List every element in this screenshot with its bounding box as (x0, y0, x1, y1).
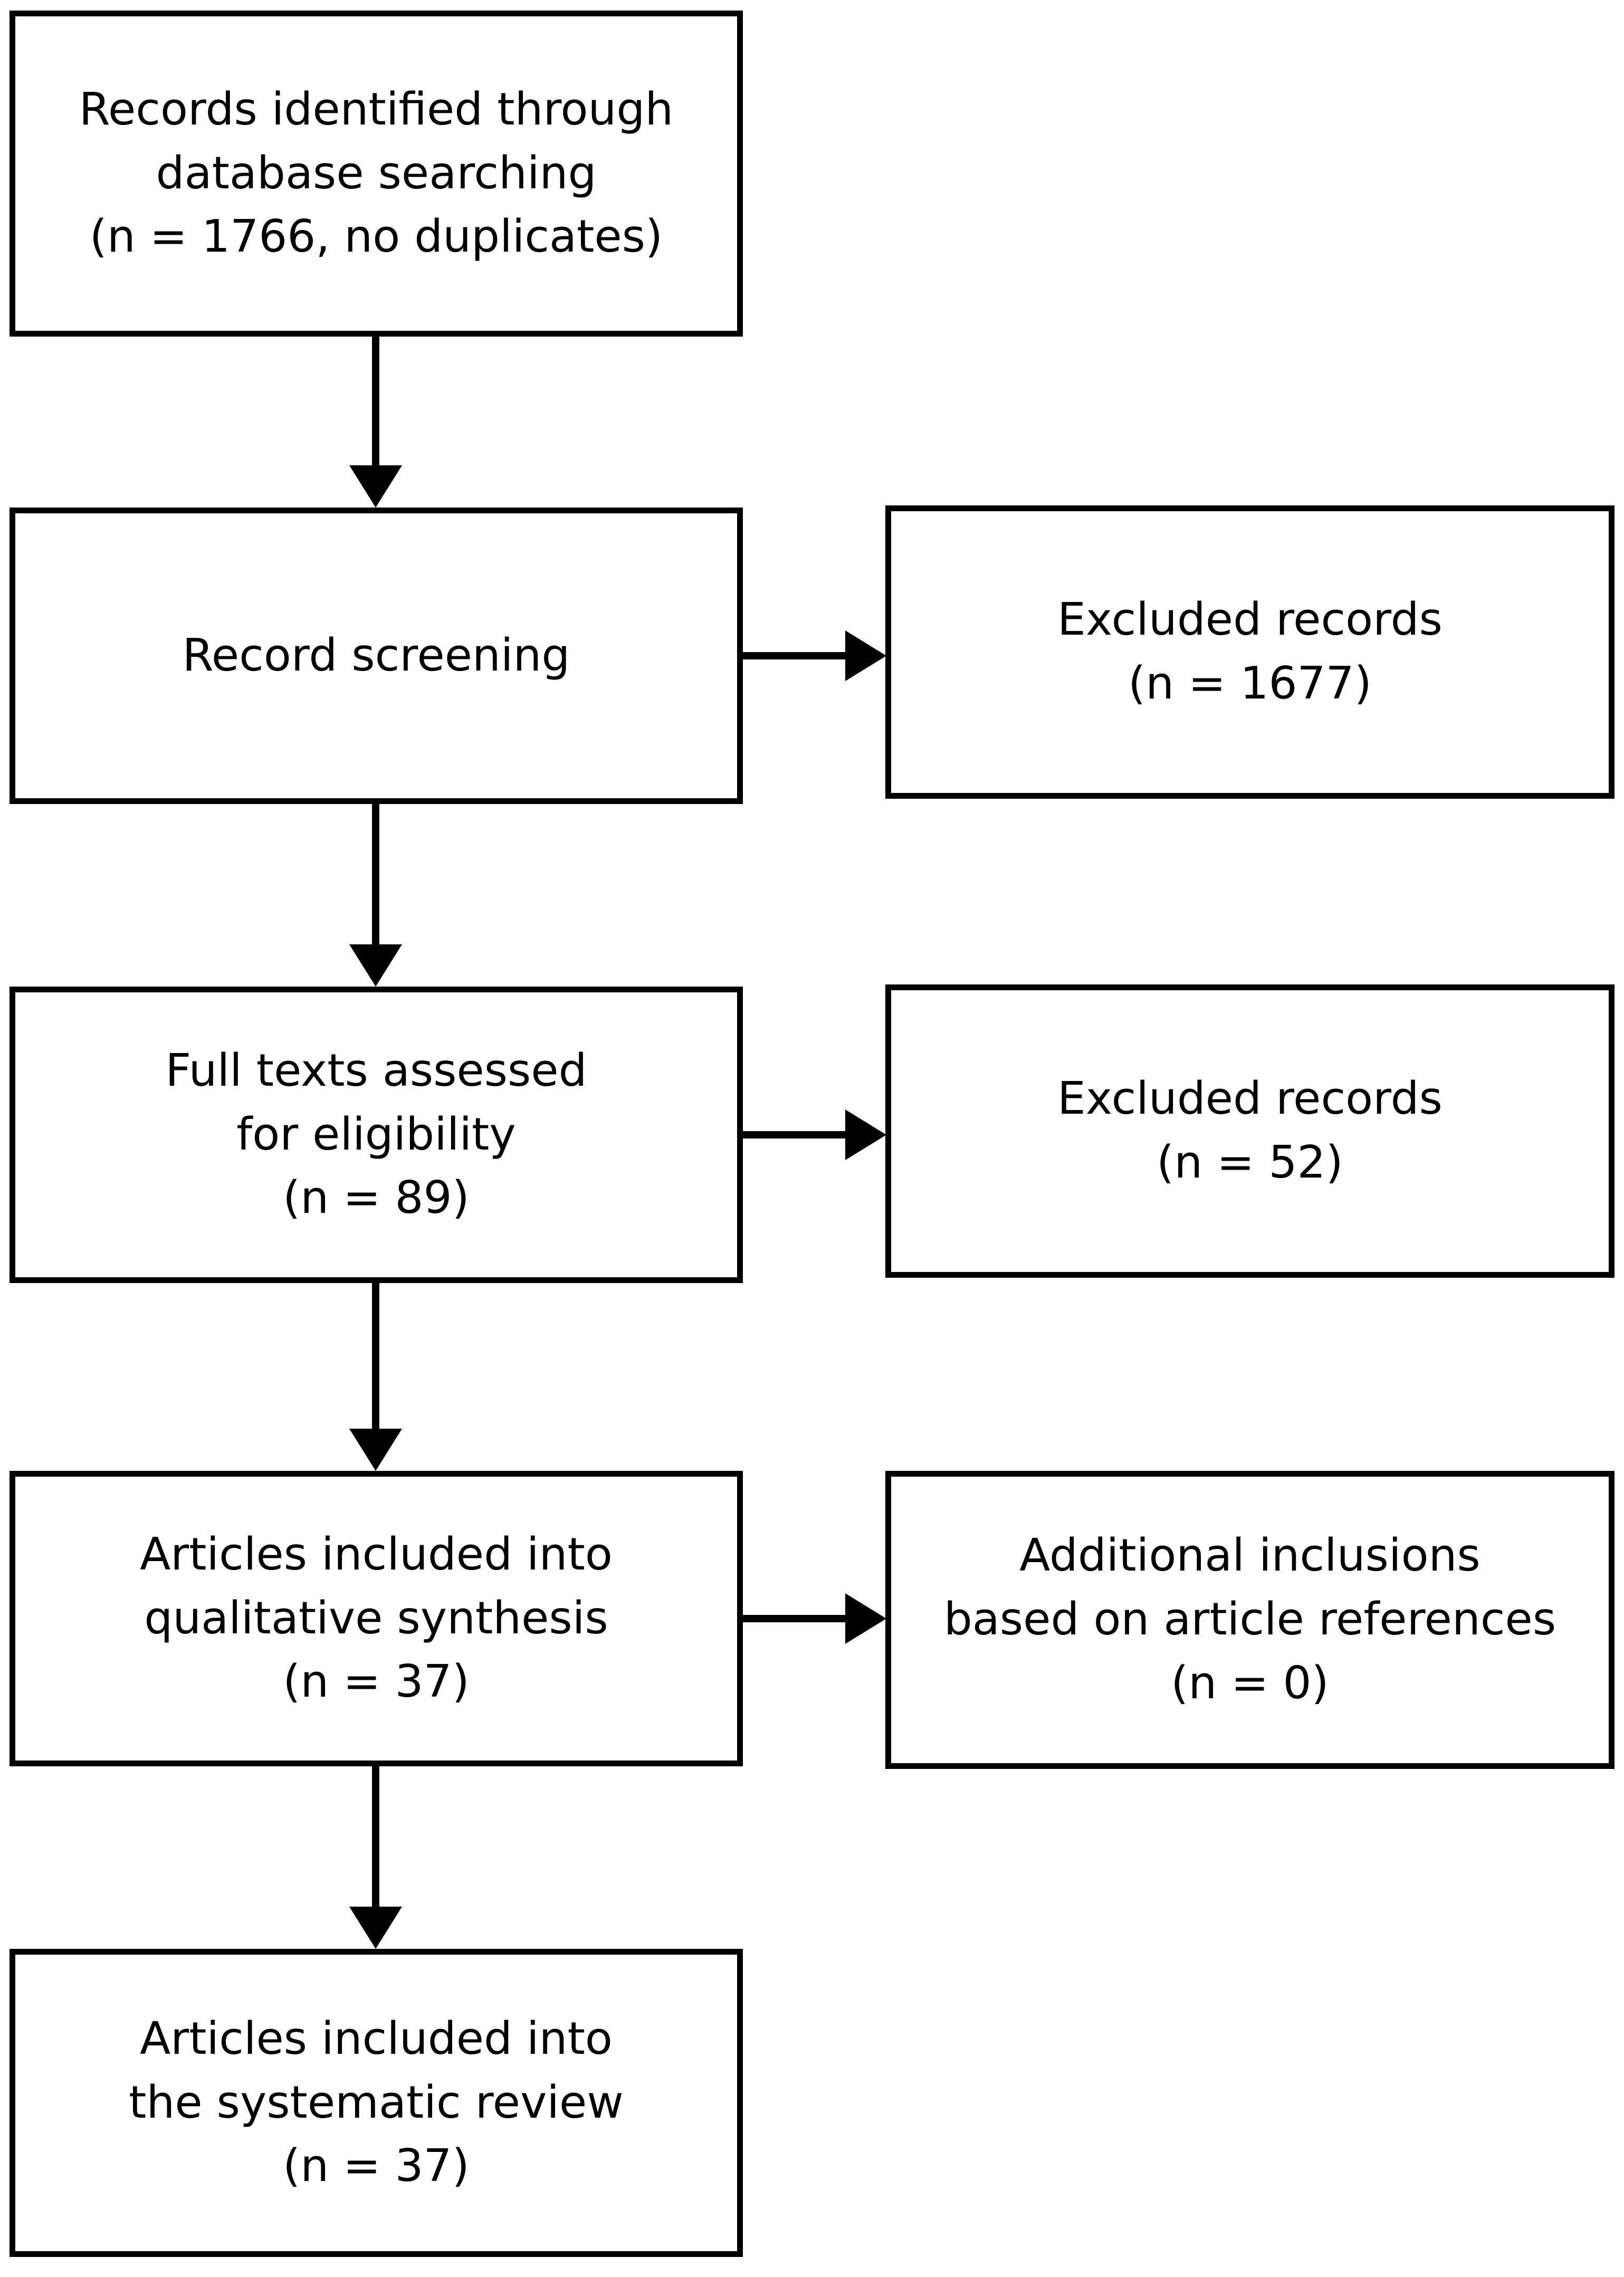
right-arrow-1-head-icon (845, 630, 886, 681)
down-arrow-2-stem (372, 804, 379, 946)
right-arrow-3-head-icon (845, 1593, 886, 1644)
right-arrow-2-head-icon (845, 1109, 886, 1160)
box-record-screening-label: Record screening (182, 629, 570, 682)
box-excluded-records-fulltext: Excluded records(n = 52) (885, 984, 1615, 1278)
box-excluded-records-screening-label: Excluded records(n = 1677) (1057, 594, 1443, 710)
box-excluded-records-fulltext-label: Excluded records(n = 52) (1057, 1073, 1443, 1189)
down-arrow-1-head-icon (349, 465, 402, 508)
right-arrow-3-stem (743, 1615, 846, 1622)
down-arrow-3-stem (372, 1283, 379, 1431)
right-arrow-1-stem (743, 652, 846, 659)
down-arrow-4-stem (372, 1766, 379, 1909)
down-arrow-4-head-icon (349, 1907, 402, 1949)
box-record-screening: Record screening (9, 508, 743, 804)
down-arrow-1-stem (372, 337, 379, 467)
right-arrow-2-stem (743, 1131, 846, 1138)
down-arrow-3-head-icon (349, 1429, 402, 1471)
down-arrow-2-head-icon (349, 944, 402, 987)
box-excluded-records-screening: Excluded records(n = 1677) (885, 505, 1615, 799)
